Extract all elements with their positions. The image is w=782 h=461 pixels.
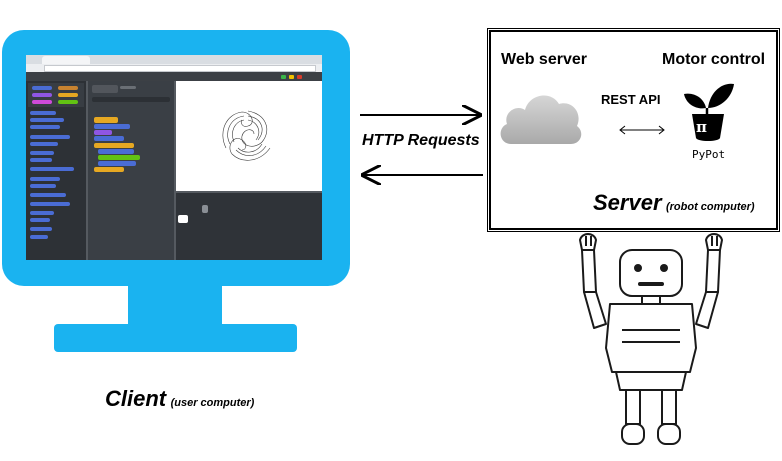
client-label-group: Client (user computer): [105, 386, 254, 412]
pause-icon: [289, 75, 294, 79]
browser-url-field: [44, 65, 316, 72]
http-arrows: [360, 105, 483, 185]
monitor-neck: [128, 286, 222, 330]
browser-tab-strip: [26, 55, 322, 64]
server-title: Server: [593, 190, 662, 215]
pypot-label: PyPot: [692, 148, 726, 161]
snap-top-bar: [26, 72, 322, 81]
rest-api-double-arrow: [619, 125, 665, 135]
green-flag-icon: [281, 75, 286, 79]
pi-symbol: π: [696, 118, 707, 136]
stage-area: [176, 81, 322, 191]
web-server-label: Web server: [501, 51, 587, 68]
spiral-drawing-icon: [222, 110, 271, 161]
http-requests-label: HTTP Requests: [362, 132, 480, 149]
cloud-icon: [500, 95, 582, 144]
client-subtitle: (user computer): [170, 397, 255, 409]
sprite-corral: [176, 193, 322, 260]
client-title: Client: [105, 386, 167, 411]
server-subtitle: (robot computer): [665, 201, 755, 213]
server-label-group: Server (robot computer): [593, 190, 755, 216]
block-palette: [26, 81, 86, 260]
category-selector: [28, 83, 84, 107]
rest-api-label: REST API: [601, 92, 661, 107]
browser-tab: [42, 56, 90, 64]
monitor-screen: [26, 55, 322, 260]
script-block-stack: [94, 117, 140, 177]
motor-control-label: Motor control: [662, 51, 766, 68]
stop-icon: [297, 75, 302, 79]
robot-icon: [579, 233, 723, 445]
pypot-plant-icon: [684, 83, 734, 141]
monitor-base: [54, 324, 297, 352]
